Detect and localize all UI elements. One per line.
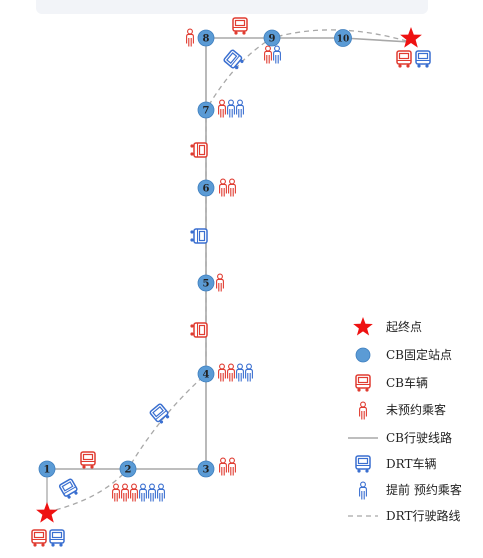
cb-bus-icon xyxy=(189,322,208,338)
end-star-icon xyxy=(400,27,422,48)
legend-label: 起终点 xyxy=(386,319,422,334)
station-2: 2 xyxy=(119,460,137,478)
legend-label: 提前 预约乘客 xyxy=(386,482,462,497)
blue-bus-icon xyxy=(355,455,371,474)
legend-label: 未预约乘客 xyxy=(386,402,446,417)
legend-label: CB车辆 xyxy=(386,375,428,390)
legend-item-reserved: 提前 预约乘客 xyxy=(359,481,462,501)
station-label: 3 xyxy=(203,465,210,476)
station-label: 10 xyxy=(337,35,350,45)
legend: 起终点 CB固定站点 CB车辆 未预约乘客 CB行驶线路 DRT车辆 提前 预约… xyxy=(348,317,462,523)
start-cb-bus-icon xyxy=(31,529,47,548)
station-label: 7 xyxy=(203,106,210,117)
legend-item-unreserved: 未预约乘客 xyxy=(359,401,446,421)
drt-route-line xyxy=(46,29,411,513)
passengers-station-2 xyxy=(112,483,165,503)
passengers-station-9 xyxy=(264,45,281,65)
station-label: 4 xyxy=(203,370,210,381)
cb-bus-icon xyxy=(232,17,248,36)
cb-route-end-segment xyxy=(342,37,411,43)
passengers-station-5 xyxy=(216,273,224,293)
passengers-station-7 xyxy=(218,99,244,119)
legend-item-cb-route: CB行驶线路 xyxy=(348,430,452,445)
station-4: 4 xyxy=(197,365,215,383)
legend-item-cb-stop: CB固定站点 xyxy=(355,347,452,363)
end-drt-bus-icon xyxy=(415,50,431,69)
legend-item-terminal: 起终点 xyxy=(353,317,422,336)
legend-label: CB固定站点 xyxy=(386,347,452,362)
cb-bus-icon xyxy=(80,451,96,470)
drt-bus-icon xyxy=(148,402,172,426)
station-6: 6 xyxy=(197,179,215,197)
station-label: 2 xyxy=(125,465,132,476)
passengers-station-4 xyxy=(218,363,253,383)
station-label: 6 xyxy=(203,184,210,195)
drt-bus-icon xyxy=(189,228,208,244)
star-icon xyxy=(353,317,373,336)
station-label: 9 xyxy=(269,34,276,45)
red-bus-icon xyxy=(355,374,371,393)
station-10: 10 xyxy=(334,29,352,47)
station-label: 8 xyxy=(203,34,210,45)
station-dot-icon xyxy=(355,347,371,363)
drt-bus-icon xyxy=(222,48,246,72)
legend-label: CB行驶线路 xyxy=(386,430,452,445)
legend-item-drt-vehicle: DRT车辆 xyxy=(355,455,436,474)
station-1: 1 xyxy=(38,460,56,478)
start-drt-bus-icon xyxy=(49,529,65,548)
drt-bus-icon xyxy=(58,477,81,501)
station-9: 9 xyxy=(263,29,281,47)
passengers-station-6 xyxy=(219,178,236,198)
legend-label: DRT行驶路线 xyxy=(386,508,460,523)
end-cb-bus-icon xyxy=(396,50,412,69)
station-label: 1 xyxy=(44,465,51,476)
start-star-icon xyxy=(36,502,58,523)
station-label: 5 xyxy=(203,279,210,290)
top-bar xyxy=(36,0,428,14)
cb-bus-icon xyxy=(189,142,208,158)
station-3: 3 xyxy=(197,460,215,478)
legend-item-cb-vehicle: CB车辆 xyxy=(355,374,428,393)
blue-person-icon xyxy=(359,481,367,501)
station-8: 8 xyxy=(197,29,215,47)
legend-item-drt-route: DRT行驶路线 xyxy=(348,508,460,523)
legend-label: DRT车辆 xyxy=(386,456,436,471)
cb-route-line xyxy=(47,37,343,470)
red-person-icon xyxy=(359,401,367,421)
passengers-station-8 xyxy=(186,28,194,48)
station-7: 7 xyxy=(197,101,215,119)
passengers-station-3 xyxy=(219,457,236,477)
station-5: 5 xyxy=(197,274,215,292)
